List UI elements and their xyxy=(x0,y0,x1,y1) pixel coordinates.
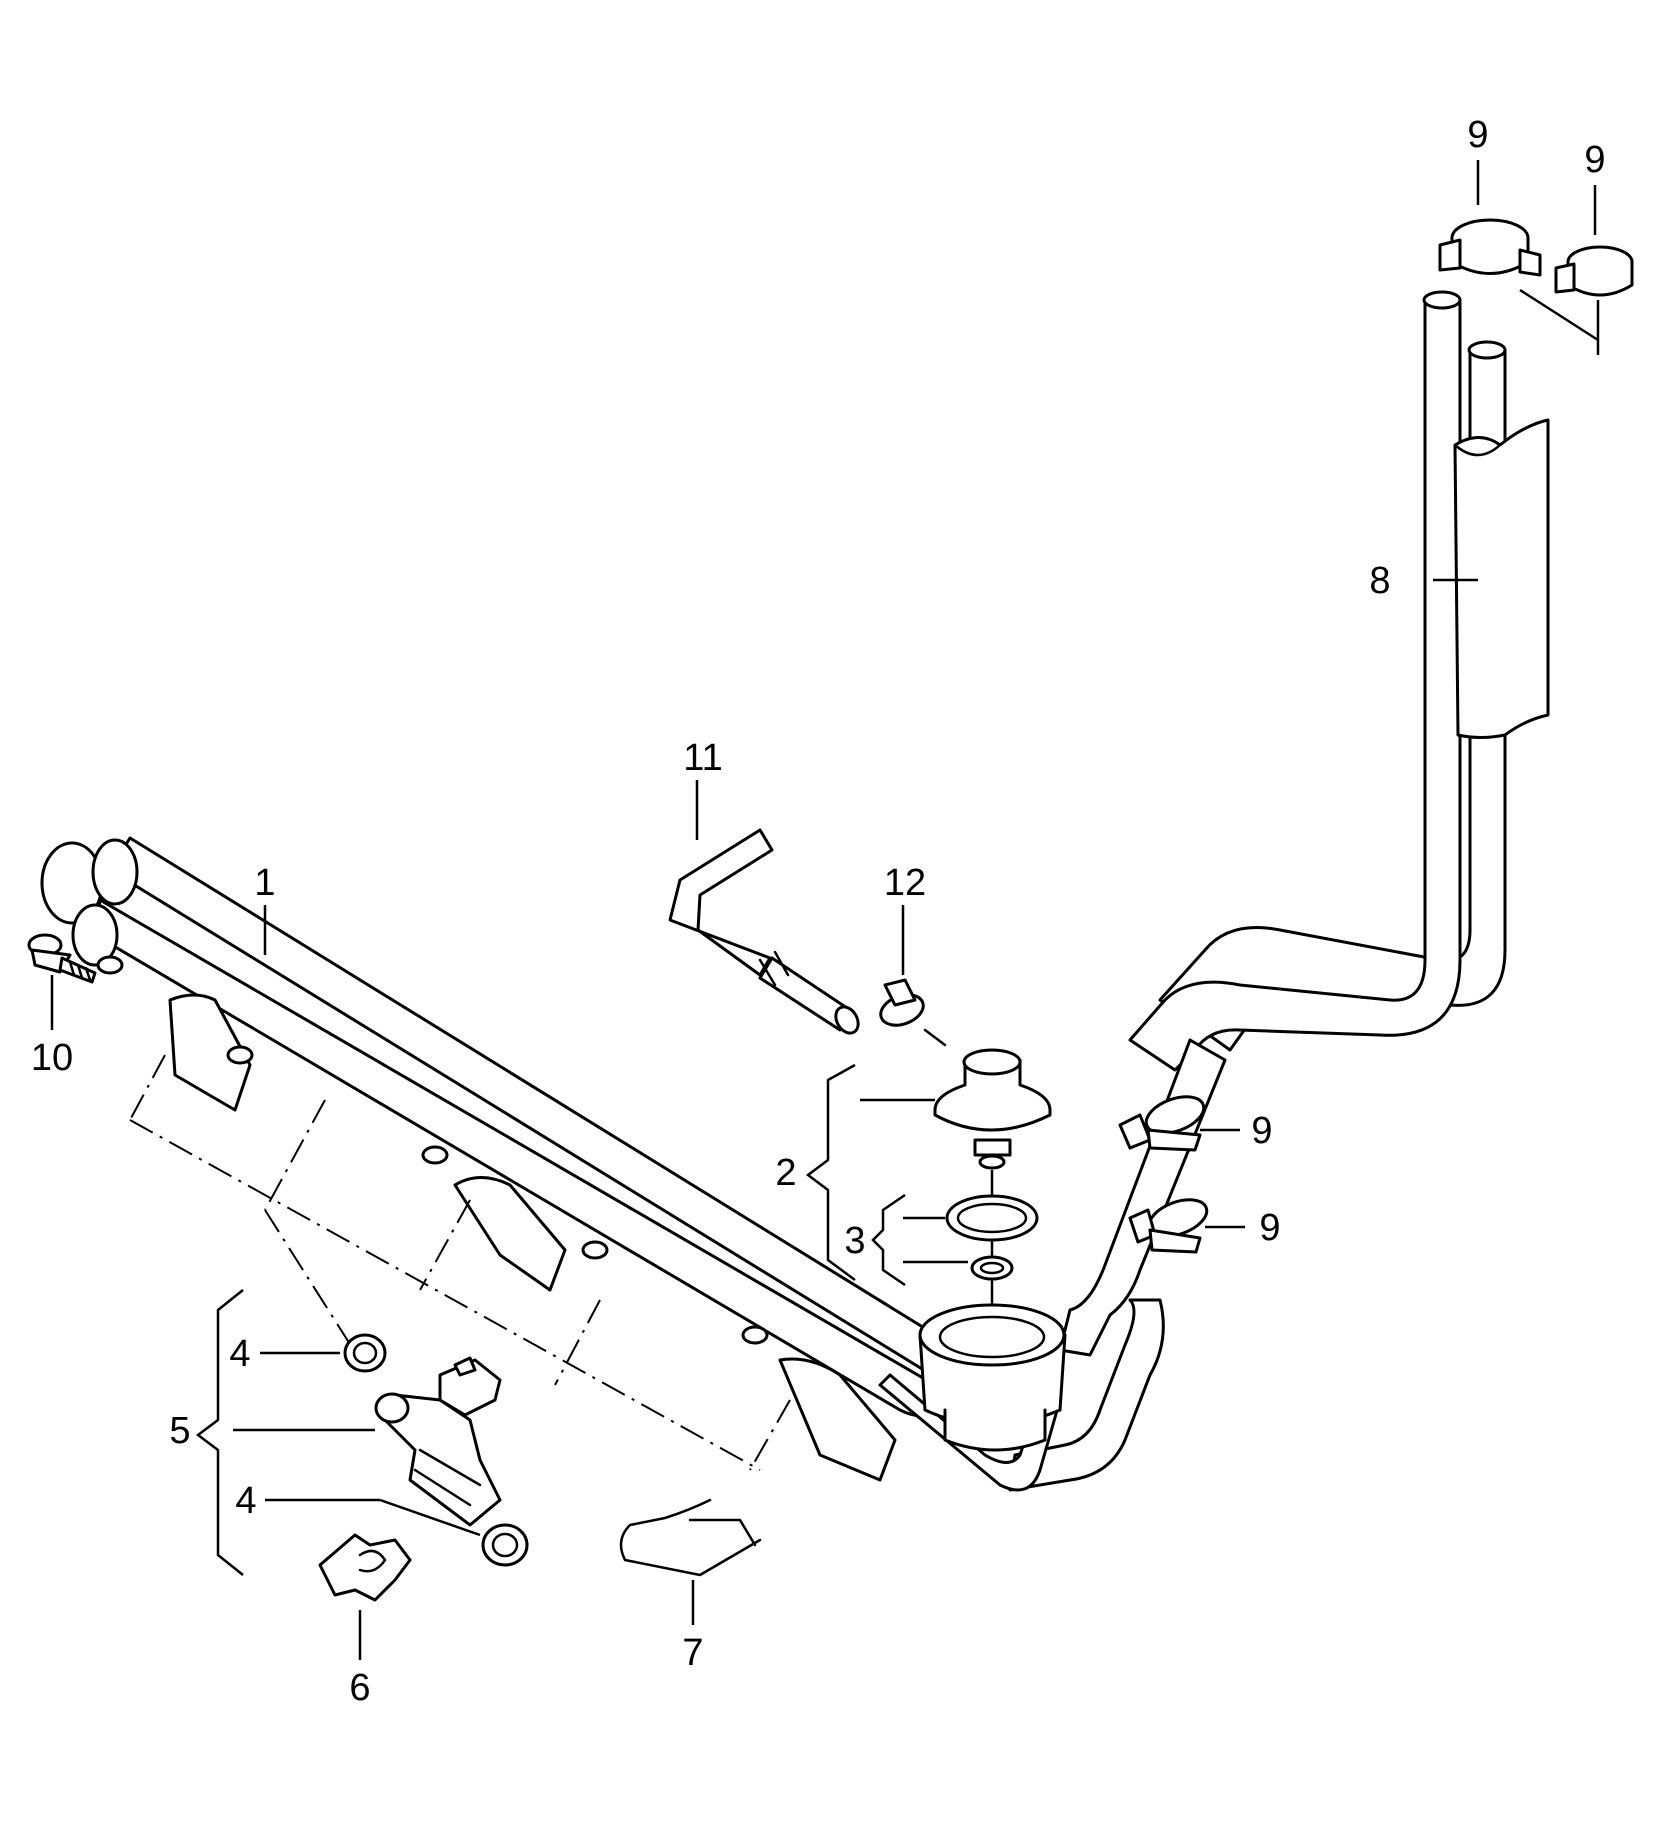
callout-11: 11 xyxy=(683,737,722,779)
callout-3: 3 xyxy=(844,1220,865,1262)
callout-6: 6 xyxy=(349,1667,370,1709)
callout-1: 1 xyxy=(254,862,275,904)
mounting-bolt xyxy=(27,933,97,984)
callout-9-mid-lower: 9 xyxy=(1259,1207,1280,1249)
assembly-axis-lines xyxy=(129,1054,791,1471)
fuel-pressure-regulator xyxy=(933,1048,1052,1195)
o-ring-upper xyxy=(343,1333,387,1373)
callout-4-lower: 4 xyxy=(235,1480,256,1522)
callout-7: 7 xyxy=(682,1632,703,1674)
rail-bracket xyxy=(168,993,252,1112)
vacuum-hose xyxy=(668,828,860,1035)
callout-labels: 1 2 3 4 4 5 6 7 8 9 9 9 9 10 11 12 xyxy=(31,114,1606,1709)
callout-9-top-left: 9 xyxy=(1467,114,1488,156)
braces xyxy=(195,1063,906,1576)
wire-clip xyxy=(619,1498,762,1577)
hose-clamp-mid-lower xyxy=(1128,1198,1209,1254)
retaining-clip xyxy=(318,1533,412,1602)
hose-clamp-top-right xyxy=(1554,245,1634,297)
regulator-seat xyxy=(918,1303,1067,1452)
callout-8: 8 xyxy=(1369,560,1390,602)
callout-9-mid-upper: 9 xyxy=(1251,1110,1272,1152)
rail-bracket xyxy=(453,1176,567,1292)
fuel-injector xyxy=(374,1356,502,1527)
o-ring-lower xyxy=(481,1523,529,1567)
callout-10: 10 xyxy=(31,1037,73,1079)
o-ring-small xyxy=(970,1255,1014,1281)
callout-12: 12 xyxy=(884,862,926,904)
hose-clamp-top-left xyxy=(1438,218,1542,277)
callout-4-upper: 4 xyxy=(229,1333,250,1375)
callout-2: 2 xyxy=(775,1152,796,1194)
leader-lines xyxy=(50,160,1600,1660)
callout-5: 5 xyxy=(169,1410,190,1452)
hose-sleeve xyxy=(1453,418,1550,739)
o-ring-large xyxy=(945,1194,1039,1242)
fuel-hose-assembly xyxy=(1008,290,1550,1492)
hose-clamp-mid-upper xyxy=(1118,1095,1206,1152)
rail-bracket xyxy=(778,1357,897,1482)
callout-9-top-right: 9 xyxy=(1584,139,1605,181)
fuel-rail xyxy=(40,836,1062,1492)
hose-clamp-small xyxy=(879,978,947,1047)
